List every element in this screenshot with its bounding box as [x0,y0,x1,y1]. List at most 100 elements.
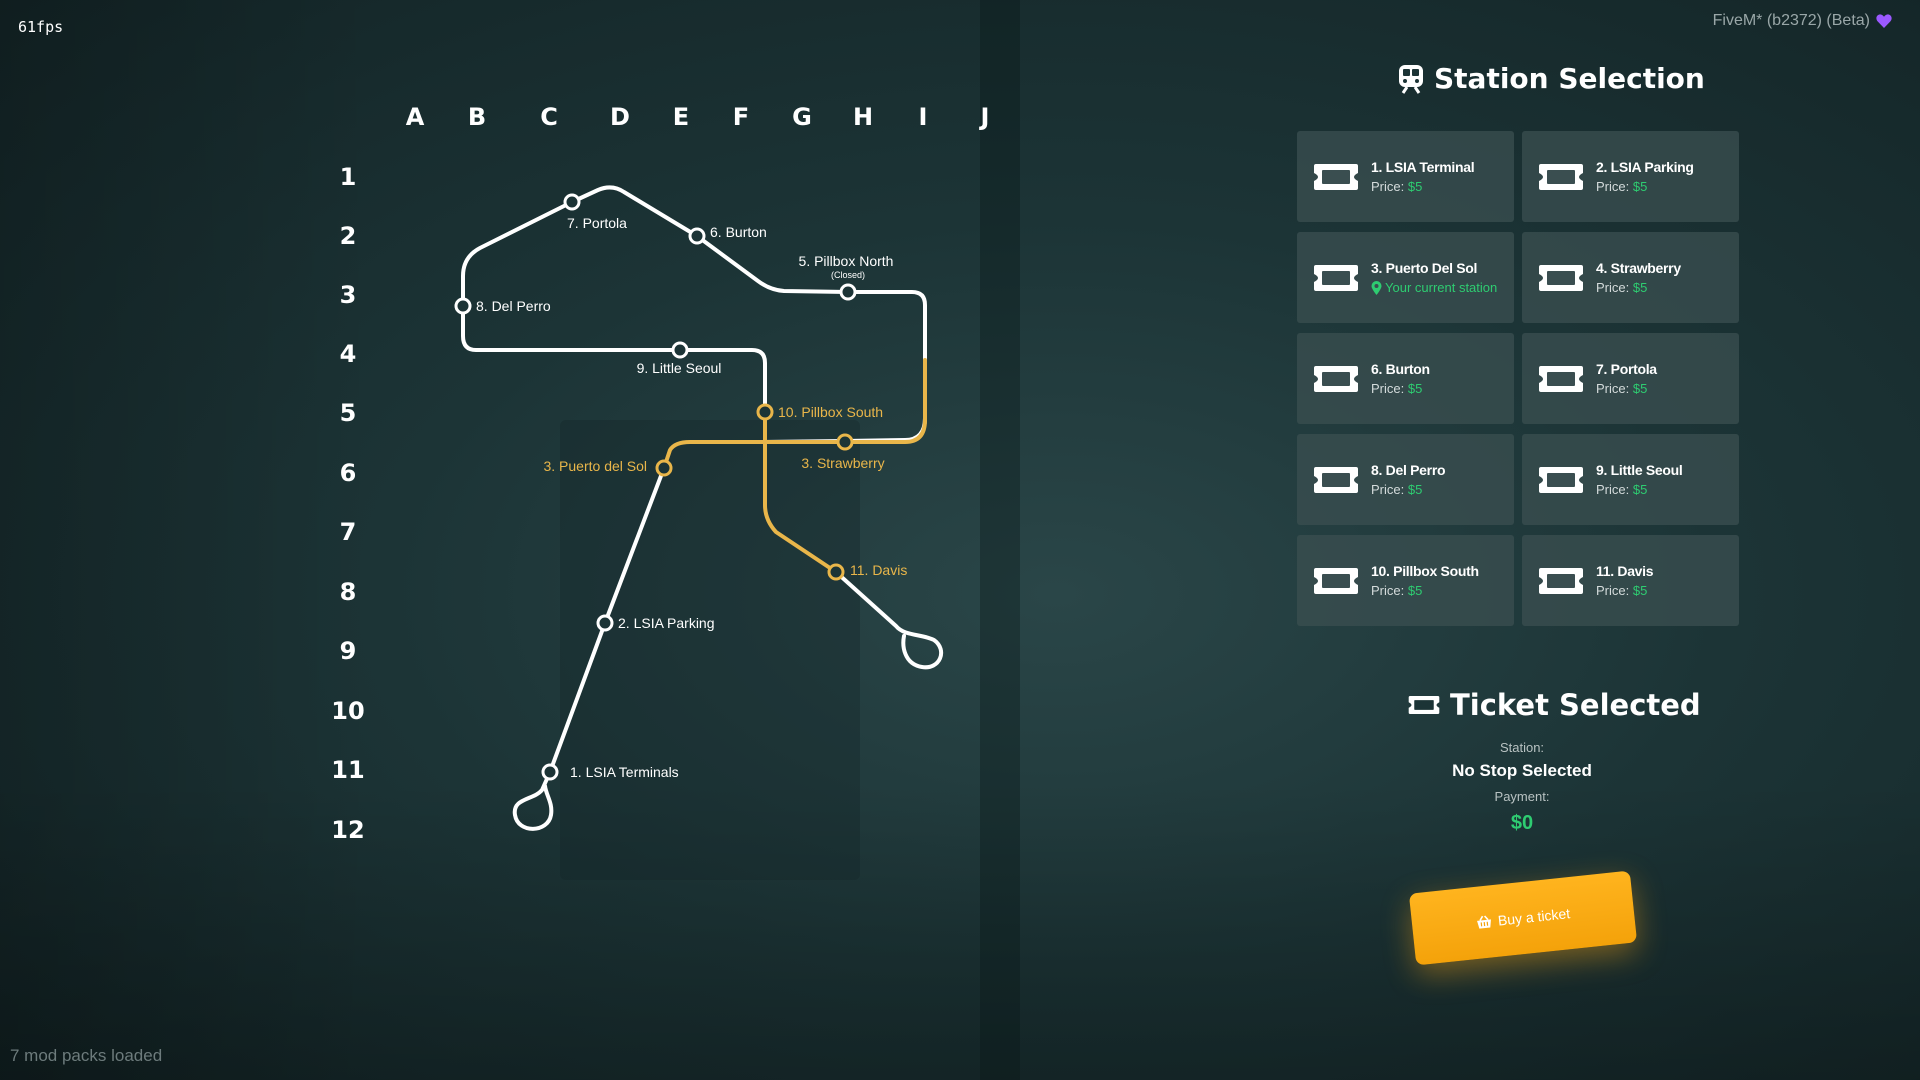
station-lsia-terminals[interactable]: 1. LSIA Terminals [541,763,679,781]
price-value: $5 [1407,179,1423,194]
station-card-price: Price: $5 [1596,583,1653,598]
station-puerto-del-sol[interactable]: 3. Puerto del Sol [543,458,673,477]
white-line-davis [834,570,944,670]
metro-map: A B C D E F G H I J 1 2 3 4 5 6 7 8 9 10… [331,103,990,844]
row-label: 7 [340,518,357,546]
station-card-name: 8. Del Perro [1371,462,1446,478]
station-label: 11. Davis [850,562,907,578]
station-card-burton[interactable]: 6. Burton Price: $5 [1297,333,1514,424]
current-station-text: Your current station [1385,280,1498,295]
fps-counter: 61fps [18,18,64,36]
station-card-del-perro[interactable]: 8. Del Perro Price: $5 [1297,434,1514,525]
station-card-price: Price: $5 [1596,280,1681,295]
payment-amount: $0 [1510,812,1534,834]
row-label: 6 [340,459,357,487]
station-card-puerto-del-sol[interactable]: 3. Puerto Del Sol Your current station [1297,232,1514,323]
station-label: 7. Portola [567,215,627,231]
row-label: 8 [340,578,357,606]
col-label: B [468,103,486,131]
buy-ticket-label: Buy a ticket [1497,905,1571,929]
station-card-portola[interactable]: 7. Portola Price: $5 [1522,333,1739,424]
station-card-lsia-terminal[interactable]: 1. LSIA Terminal Price: $5 [1297,131,1514,222]
price-label: Price: [1596,583,1630,598]
station-card-name: 3. Puerto Del Sol [1371,260,1478,276]
station-card-name: 1. LSIA Terminal [1371,159,1475,175]
station-card-strawberry[interactable]: 4. Strawberry Price: $5 [1522,232,1739,323]
station-label: 1. LSIA Terminals [570,764,679,780]
price-label: Price: [1596,280,1630,295]
station-card-lsia-parking[interactable]: 2. LSIA Parking Price: $5 [1522,131,1739,222]
station-card-name: 2. LSIA Parking [1596,159,1694,175]
column-labels: A B C D E F G H I J [406,103,990,131]
station-portola[interactable]: 7. Portola [563,193,627,231]
price-value: $5 [1632,381,1648,396]
station-card-name: 7. Portola [1596,361,1657,377]
ticket-selected-title: Ticket Selected [1408,688,1701,722]
station-label: 8. Del Perro [476,298,551,314]
row-label: 10 [331,697,364,725]
station-selection-title: Station Selection [1398,62,1705,95]
col-label: G [792,103,812,131]
row-labels: 1 2 3 4 5 6 7 8 9 10 11 12 [331,163,364,844]
row-label: 12 [331,816,364,844]
row-label: 9 [340,637,357,665]
station-selection-title-text: Station Selection [1434,62,1705,95]
station-card-pillbox-south[interactable]: 10. Pillbox South Price: $5 [1297,535,1514,626]
price-label: Price: [1596,381,1630,396]
station-label: 9. Little Seoul [637,360,722,376]
ticket-icon [1314,466,1358,493]
station-label: 2. LSIA Parking [618,615,715,631]
station-label: 3. Puerto del Sol [543,458,647,474]
ticket-icon [1539,466,1583,493]
col-label: A [406,103,425,131]
price-label: Price: [1371,381,1405,396]
row-label: 4 [340,340,357,368]
price-value: $5 [1632,482,1648,497]
ticket-icon [1314,365,1358,392]
station-card-name: 9. Little Seoul [1596,462,1683,478]
row-label: 3 [340,281,357,309]
station-card-little-seoul[interactable]: 9. Little Seoul Price: $5 [1522,434,1739,525]
station-burton[interactable]: 6. Burton [688,224,767,245]
station-lsia-parking[interactable]: 2. LSIA Parking [596,614,715,632]
station-little-seoul[interactable]: 9. Little Seoul [637,341,722,376]
current-station-indicator: Your current station [1371,280,1497,295]
price-value: $5 [1632,179,1648,194]
price-label: Price: [1596,482,1630,497]
station-del-perro[interactable]: 8. Del Perro [454,297,551,315]
mod-packs-status: 7 mod packs loaded [10,1046,163,1065]
station-davis[interactable]: 11. Davis [827,562,907,581]
station-card-price: Price: $5 [1371,179,1474,194]
station-card-name: 10. Pillbox South [1371,563,1479,579]
row-label: 5 [340,399,357,427]
col-label: C [540,103,558,131]
col-label: I [919,103,928,131]
payment-label: Payment: [1494,789,1550,804]
station-pillbox-north[interactable]: 5. Pillbox North (Closed) [799,253,894,301]
row-label: 1 [340,163,357,191]
station-pillbox-south[interactable]: 10. Pillbox South [756,403,883,421]
ticket-icon [1314,264,1358,291]
col-label: D [610,103,630,131]
selected-station: No Stop Selected [1452,761,1592,780]
row-label: 2 [340,222,357,250]
client-version-text: FiveM* (b2372) (Beta) [1712,12,1870,29]
station-card-price: Price: $5 [1371,482,1445,497]
ticket-icon [1408,695,1440,715]
location-pin-icon [1371,280,1382,295]
heart-icon [1876,14,1892,28]
station-card-name: 4. Strawberry [1596,260,1681,276]
price-value: $5 [1407,381,1423,396]
station-card-price: Price: $5 [1596,381,1657,396]
station-strawberry[interactable]: 3. Strawberry [801,433,885,471]
yellow-line [662,358,927,574]
price-value: $5 [1632,583,1648,598]
ticket-icon [1539,163,1583,190]
price-label: Price: [1371,583,1405,598]
price-value: $5 [1632,280,1648,295]
row-label: 11 [331,756,364,784]
station-card-davis[interactable]: 11. Davis Price: $5 [1522,535,1739,626]
buy-ticket-button[interactable]: Buy a ticket [1408,870,1638,966]
ticket-icon [1539,567,1583,594]
white-line-west-loop [461,200,767,414]
